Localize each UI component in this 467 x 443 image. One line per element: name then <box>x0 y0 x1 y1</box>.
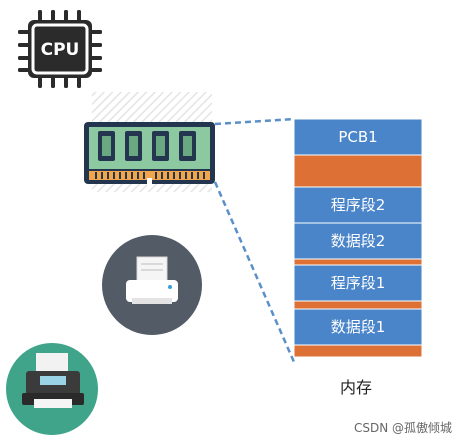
watermark: CSDN @孤傲倾城 <box>354 420 452 435</box>
memory-caption: 内存 <box>340 378 372 397</box>
printer-icon <box>102 235 202 335</box>
memory-gap-block <box>293 300 423 310</box>
multifunction-printer-icon <box>6 343 98 435</box>
connector-line-top <box>214 117 295 126</box>
memory-gap-block <box>293 344 423 358</box>
memory-block-label: 数据段1 <box>331 318 386 336</box>
memory-stack: PCB1 程序段2 数据段2 程序段1 数据段1 <box>293 118 423 358</box>
cpu-label: CPU <box>41 40 80 60</box>
memory-gap-block <box>293 154 423 188</box>
memory-block <box>293 264 423 302</box>
memory-block-label: 程序段2 <box>331 196 386 214</box>
memory-block <box>293 222 423 260</box>
memory-block <box>293 186 423 224</box>
memory-block-label: 数据段2 <box>331 232 386 250</box>
connector-line-bottom <box>213 181 296 363</box>
memory-block <box>293 308 423 346</box>
cpu-chip-icon: CPU <box>18 10 102 88</box>
memory-block-label: PCB1 <box>338 128 377 146</box>
memory-gap-block <box>293 258 423 266</box>
memory-block-label: 程序段1 <box>331 274 386 292</box>
ram-module-icon <box>84 122 215 186</box>
